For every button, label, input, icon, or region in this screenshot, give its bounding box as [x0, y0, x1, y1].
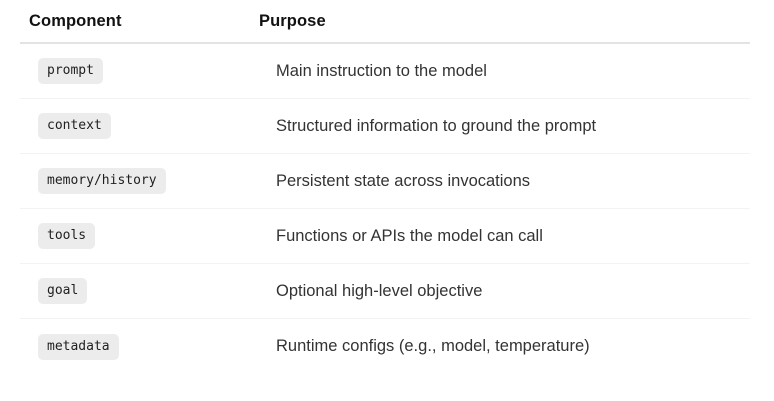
purpose-text: Optional high-level objective: [276, 281, 483, 300]
component-purpose-table: Component Purpose prompt Main instructio…: [20, 0, 750, 374]
column-header-purpose: Purpose: [259, 11, 326, 30]
table-row: tools Functions or APIs the model can ca…: [20, 209, 750, 264]
table-row: memory/history Persistent state across i…: [20, 154, 750, 209]
component-chip: goal: [38, 278, 88, 304]
table-header-row: Component Purpose: [20, 0, 750, 44]
component-chip: tools: [38, 223, 96, 249]
component-chip: memory/history: [38, 168, 166, 194]
column-header-component: Component: [29, 11, 122, 30]
purpose-text: Structured information to ground the pro…: [276, 116, 597, 135]
purpose-text: Runtime configs (e.g., model, temperatur…: [276, 337, 590, 355]
table-row: prompt Main instruction to the model: [20, 44, 750, 99]
component-chip: prompt: [38, 58, 103, 84]
component-chip: metadata: [38, 333, 119, 360]
component-chip: context: [38, 113, 111, 139]
table-row: context Structured information to ground…: [20, 99, 750, 154]
table-row: goal Optional high-level objective: [20, 264, 750, 319]
table-row: metadata Runtime configs (e.g., model, t…: [20, 319, 750, 374]
purpose-text: Functions or APIs the model can call: [276, 226, 543, 245]
purpose-text: Main instruction to the model: [276, 61, 487, 80]
purpose-text: Persistent state across invocations: [276, 171, 531, 190]
